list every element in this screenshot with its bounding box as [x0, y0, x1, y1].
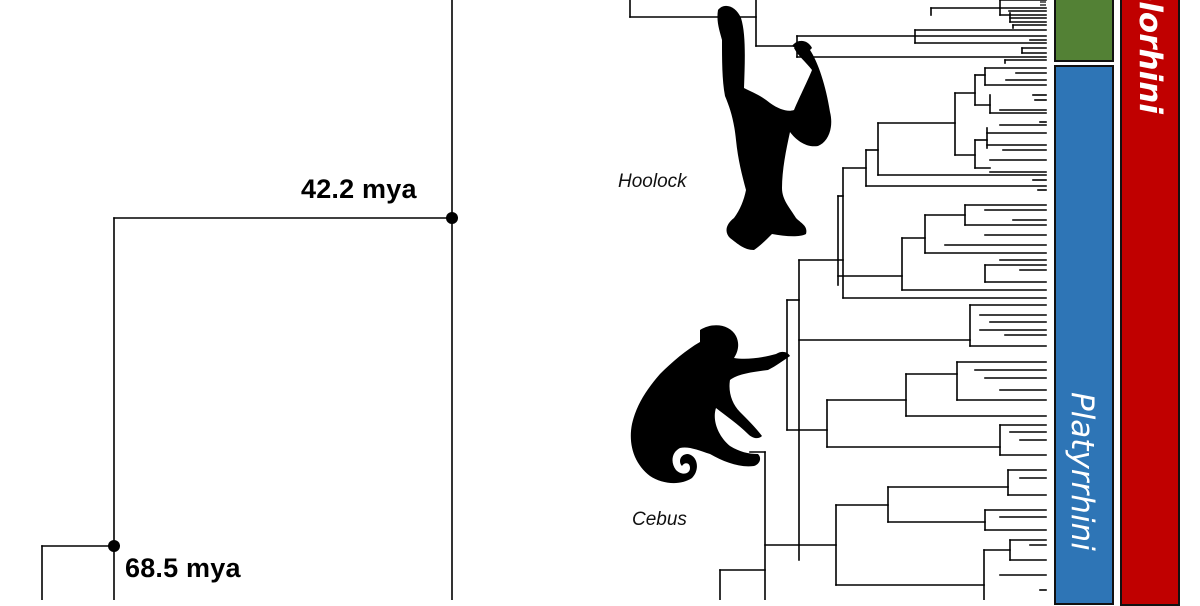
clade-bar-platyrrhini: Platyrrhini: [1054, 65, 1114, 605]
gibbon-silhouette-icon: [717, 5, 832, 251]
clade-label-platyrrhini: Platyrrhini: [1064, 392, 1100, 551]
capuchin-silhouette-icon: [630, 325, 790, 484]
node-age-label-68: 68.5 mya: [125, 553, 241, 583]
node-dot-68: [108, 540, 120, 552]
clade-bar-green: [1054, 0, 1114, 62]
taxon-label-hoolock: Hoolock: [618, 171, 687, 192]
taxon-label-cebus: Cebus: [632, 509, 687, 530]
node-dot-42: [446, 212, 458, 224]
clade-bar-red: olorhini: [1120, 0, 1180, 606]
leaf-tips: [1040, 1, 1046, 6]
node-age-label-42: 42.2 mya: [301, 174, 417, 204]
clade-label-red: olorhini: [1132, 0, 1168, 114]
